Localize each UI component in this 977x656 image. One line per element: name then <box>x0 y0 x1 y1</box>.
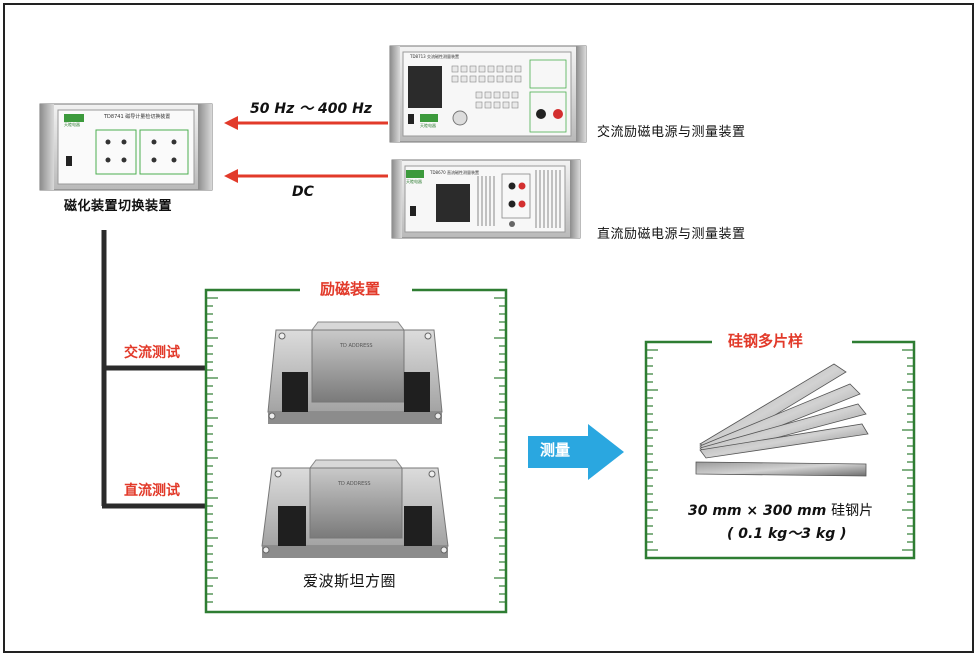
coil-label: 爱波斯坦方圈 <box>303 572 397 590</box>
sample-name-text: 硅钢片 <box>831 503 874 519</box>
ac-source-label: 交流励磁电源与测量装置 <box>597 125 746 140</box>
excitation-frame <box>204 288 508 614</box>
coil-brand-top: TD ADDRESS <box>340 343 373 349</box>
switcher-device <box>39 103 213 191</box>
measure-label: 测量 <box>540 441 571 459</box>
sample-ruler-ticks <box>646 349 914 551</box>
measure-arrow <box>528 424 624 480</box>
sample-spec-size: 30 mm × 300 mm 硅钢片 <box>688 504 873 518</box>
switcher-label: 磁化装置切换装置 <box>64 199 173 214</box>
ac-panel-title: TD8713 交流磁性测量装置 <box>410 54 459 59</box>
coil-top <box>267 321 443 424</box>
sample-frame <box>644 340 916 560</box>
dc-brand-text: 天睦电器 <box>406 179 422 184</box>
sample-spec-weight: ( 0.1 kg～3 kg ) <box>727 526 847 542</box>
dc-screen <box>436 184 470 222</box>
ac-test-label: 交流测试 <box>124 345 180 361</box>
power-switch-icon <box>66 156 72 166</box>
sample-title: 硅钢多片样 <box>728 332 804 350</box>
coil-brand-bottom: TD ADDRESS <box>338 481 371 487</box>
sample-size-text: 30 mm × 300 mm <box>688 503 827 519</box>
dc-source-label: 直流励磁电源与测量装置 <box>597 227 746 242</box>
ac-frequency-label: 50 Hz ～ 400 Hz <box>250 101 372 117</box>
dc-source-device <box>391 159 581 239</box>
switcher-panel-title: TD8741 磁导计量检切换装置 <box>104 114 171 120</box>
coil-bottom <box>261 459 449 558</box>
ac-arrow <box>224 116 388 130</box>
dc-panel-title: TD8670 直流磁性测量装置 <box>430 170 479 175</box>
excitation-title: 励磁装置 <box>320 280 381 298</box>
dc-arrow <box>224 169 388 183</box>
excitation-ruler-ticks <box>206 297 506 603</box>
dc-test-label: 直流测试 <box>124 483 180 499</box>
ac-brand-text: 天睦电器 <box>420 123 436 128</box>
ac-screen <box>408 66 442 108</box>
dc-label: DC <box>292 184 314 200</box>
steel-strips <box>695 363 869 477</box>
brand-logo-icon <box>64 114 84 122</box>
ac-knob-icon <box>452 110 468 126</box>
switcher-brand-text: 天睦电器 <box>64 122 80 127</box>
connection-lines <box>101 230 206 509</box>
ac-source-device <box>389 45 587 143</box>
